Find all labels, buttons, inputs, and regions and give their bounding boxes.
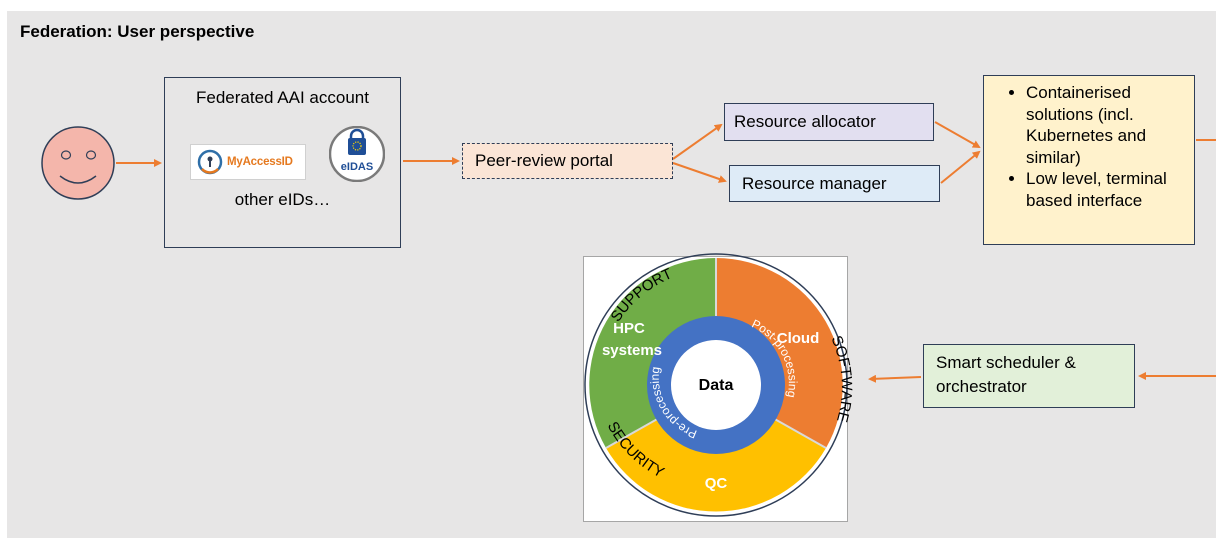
arrow-scheduler-to-wheel bbox=[868, 374, 922, 383]
myaccessid-logo-text: MyAccessID bbox=[227, 156, 293, 168]
eidas-logo-icon: eIDAS bbox=[329, 126, 385, 182]
key-hole-icon bbox=[197, 149, 223, 175]
outer-ring bbox=[584, 253, 848, 517]
federated-aai-box: Federated AAI account MyAccessID eIDAS o… bbox=[164, 77, 401, 248]
arrow-peer-to-manager bbox=[672, 162, 727, 183]
containerised-solutions-box: Containerised solutions (incl. Kubernete… bbox=[983, 75, 1195, 245]
hpc-label-1: HPC bbox=[613, 320, 645, 337]
other-eids-label: other eIDs… bbox=[234, 190, 331, 209]
arrow-manager-to-container bbox=[940, 150, 981, 184]
list-item: Low level, terminal based interface bbox=[1026, 168, 1194, 211]
scheduler-line-1: Smart scheduler & bbox=[936, 353, 1076, 372]
data-core bbox=[671, 340, 761, 430]
user-smiley-icon bbox=[41, 126, 115, 200]
cloud-label: Cloud bbox=[777, 330, 820, 347]
resource-manager-box: Resource manager bbox=[729, 165, 940, 202]
aai-title: Federated AAI account bbox=[196, 88, 369, 107]
diagram-title: Federation: User perspective bbox=[20, 22, 255, 41]
smart-scheduler-box: Smart scheduler & orchestrator bbox=[923, 344, 1135, 408]
arrow-peer-to-allocator bbox=[672, 123, 723, 160]
hpc-label-2: systems bbox=[602, 342, 662, 359]
resource-allocator-box: Resource allocator bbox=[724, 103, 934, 141]
scheduler-line-2: orchestrator bbox=[936, 377, 1027, 396]
qc-label: QC bbox=[705, 475, 728, 492]
solutions-list: Containerised solutions (incl. Kubernete… bbox=[984, 82, 1194, 211]
peer-review-portal-box: Peer-review portal bbox=[462, 143, 673, 179]
myaccessid-logo: MyAccessID bbox=[190, 144, 306, 180]
eidas-logo-text: eIDAS bbox=[341, 161, 373, 173]
list-item: Containerised solutions (incl. Kubernete… bbox=[1026, 82, 1194, 168]
arrow-allocator-to-container bbox=[934, 121, 981, 148]
data-label: Data bbox=[699, 377, 734, 394]
